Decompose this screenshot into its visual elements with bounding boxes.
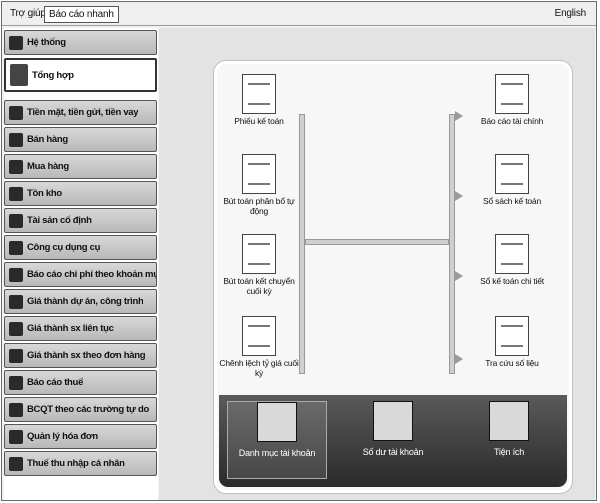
node-label: Bút toán phân bổ tự động <box>223 196 295 216</box>
sidebar-item-system[interactable]: Hệ thống <box>4 30 157 55</box>
auto-allocation-icon <box>242 154 276 194</box>
menu-language[interactable]: English <box>554 8 587 19</box>
sidebar-item-project-cost[interactable]: Giá thành dự án, công trình <box>4 289 157 314</box>
node-accounting-voucher[interactable]: Phiếu kế toán <box>219 74 299 126</box>
continuous-cost-icon <box>9 321 23 336</box>
arrow-icon <box>455 191 463 201</box>
detail-ledger-icon <box>495 234 529 274</box>
node-label: Bút toán kết chuyển cuối kỳ <box>223 276 295 296</box>
accounting-voucher-icon <box>242 74 276 114</box>
personal-tax-icon <box>9 456 23 471</box>
tax-report-icon <box>9 375 23 390</box>
sidebar-item-continuous-cost[interactable]: Giá thành sx liên tục <box>4 316 157 341</box>
invoice-icon <box>9 429 23 444</box>
exchange-rate-icon <box>242 316 276 356</box>
account-balance-button[interactable]: Số dư tài khoản <box>343 401 443 479</box>
purchase-icon <box>9 159 23 174</box>
account-list-button[interactable]: Danh mục tài khoản <box>227 401 327 479</box>
menu-help[interactable]: Trợ giúp <box>10 8 46 19</box>
right-connector <box>449 114 455 374</box>
main-content: Phiếu kế toán Bút toán phân bổ tự động B… <box>159 28 595 500</box>
node-exchange-rate[interactable]: Chênh lệch tỷ giá cuối kỳ <box>219 316 299 378</box>
node-auto-allocation[interactable]: Bút toán phân bổ tự động <box>219 154 299 216</box>
summary-icon <box>10 64 28 86</box>
sidebar-item-label: Thuế thu nhập cá nhân <box>27 458 125 469</box>
sidebar-item-label: Mua hàng <box>27 161 69 172</box>
node-label: Tra cứu số liệu <box>485 358 539 368</box>
button-label: Số dư tài khoản <box>362 447 424 457</box>
lookup-icon <box>495 316 529 356</box>
sidebar-item-personal-tax[interactable]: Thuế thu nhập cá nhân <box>4 451 157 476</box>
workflow-panel: Phiếu kế toán Bút toán phân bổ tự động B… <box>214 61 572 493</box>
left-connector <box>299 114 305 374</box>
account-balance-icon <box>373 401 413 441</box>
sidebar-item-order-cost[interactable]: Giá thành sx theo đơn hàng <box>4 343 157 368</box>
sidebar-item-fixed-assets[interactable]: Tài sản cố định <box>4 208 157 233</box>
button-label: Tiện ích <box>493 447 525 457</box>
project-cost-icon <box>9 294 23 309</box>
node-period-transfer[interactable]: Bút toán kết chuyển cuối kỳ <box>219 234 299 296</box>
sidebar-item-label: Giá thành sx liên tục <box>27 323 114 334</box>
accounting-books-icon <box>495 154 529 194</box>
node-label: Báo cáo tài chính <box>480 116 544 126</box>
sidebar-item-label: Tiền mặt, tiền gửi, tiền vay <box>27 107 139 118</box>
sidebar-item-cash[interactable]: Tiền mặt, tiền gửi, tiền vay <box>4 100 157 125</box>
arrow-icon <box>455 271 463 281</box>
node-detail-ledger[interactable]: Sổ kế toán chi tiết <box>472 234 552 286</box>
sidebar-item-label: Báo cáo chi phí theo khoản mục <box>27 269 156 280</box>
custom-report-icon <box>9 402 23 417</box>
sidebar: Hệ thống Tổng hợp Tiền mặt, tiền gửi, ti… <box>4 28 158 500</box>
center-connector <box>305 239 449 245</box>
order-cost-icon <box>9 348 23 363</box>
node-label: Sổ kế toán chi tiết <box>480 276 544 286</box>
button-label: Danh mục tài khoản <box>238 448 316 458</box>
financial-report-icon <box>495 74 529 114</box>
node-accounting-books[interactable]: Sổ sách kế toán <box>472 154 552 206</box>
sidebar-item-label: Tài sản cố định <box>27 215 92 226</box>
system-icon <box>9 35 23 50</box>
sidebar-item-label: Công cụ dụng cụ <box>27 242 101 253</box>
account-list-icon <box>257 402 297 442</box>
node-lookup[interactable]: Tra cứu số liệu <box>472 316 552 368</box>
menu-bar: Trợ giúp Báo cáo nhanh English <box>2 2 596 26</box>
utilities-button[interactable]: Tiện ích <box>459 401 559 479</box>
arrow-icon <box>455 111 463 121</box>
bottom-toolbar: Danh mục tài khoản Số dư tài khoản Tiện … <box>219 395 567 487</box>
sidebar-item-cost-report[interactable]: Báo cáo chi phí theo khoản mục <box>4 262 157 287</box>
inventory-icon <box>9 186 23 201</box>
sidebar-item-label: Hệ thống <box>27 37 66 48</box>
utilities-icon <box>489 401 529 441</box>
arrow-icon <box>455 354 463 364</box>
sidebar-item-label: Tổng hợp <box>32 69 74 81</box>
sidebar-item-custom-report[interactable]: BCQT theo các trường tự do <box>4 397 157 422</box>
sidebar-item-label: Giá thành dự án, công trình <box>27 296 144 307</box>
sidebar-item-tax-report[interactable]: Báo cáo thuế <box>4 370 157 395</box>
sidebar-item-purchase[interactable]: Mua hàng <box>4 154 157 179</box>
node-financial-report[interactable]: Báo cáo tài chính <box>472 74 552 126</box>
node-label: Chênh lệch tỷ giá cuối kỳ <box>219 358 299 378</box>
sales-icon <box>9 132 23 147</box>
sidebar-item-label: Tồn kho <box>27 188 62 199</box>
menu-quick-report[interactable]: Báo cáo nhanh <box>44 6 119 23</box>
sidebar-item-label: Quản lý hóa đơn <box>27 431 98 442</box>
sidebar-item-label: Bán hàng <box>27 134 68 145</box>
sidebar-item-label: Báo cáo thuế <box>27 377 84 388</box>
sidebar-item-summary[interactable]: Tổng hợp <box>4 58 157 92</box>
sidebar-item-invoice[interactable]: Quản lý hóa đơn <box>4 424 157 449</box>
period-transfer-icon <box>242 234 276 274</box>
tools-icon <box>9 240 23 255</box>
sidebar-item-inventory[interactable]: Tồn kho <box>4 181 157 206</box>
cost-report-icon <box>9 267 23 282</box>
sidebar-item-label: BCQT theo các trường tự do <box>27 404 149 415</box>
fixed-asset-icon <box>9 213 23 228</box>
sidebar-item-sales[interactable]: Bán hàng <box>4 127 157 152</box>
node-label: Phiếu kế toán <box>234 116 284 126</box>
sidebar-item-label: Giá thành sx theo đơn hàng <box>27 350 146 361</box>
node-label: Sổ sách kế toán <box>483 196 541 206</box>
sidebar-item-tools[interactable]: Công cụ dụng cụ <box>4 235 157 260</box>
cash-icon <box>9 105 23 120</box>
